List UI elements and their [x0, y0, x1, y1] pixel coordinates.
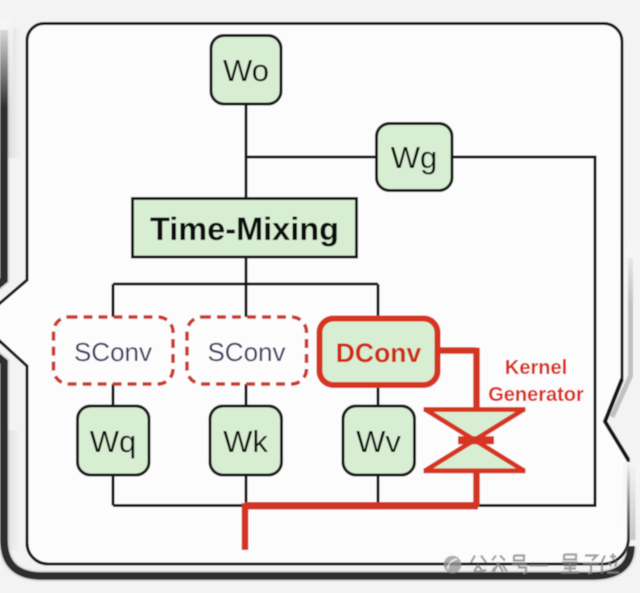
- svg-text:SConv: SConv: [207, 337, 285, 367]
- svg-text:Wv: Wv: [356, 424, 401, 459]
- svg-text:Kernel: Kernel: [505, 357, 567, 379]
- svg-text:Wo: Wo: [223, 53, 269, 88]
- svg-text:SConv: SConv: [74, 337, 152, 367]
- svg-text:Time-Mixing: Time-Mixing: [150, 211, 339, 247]
- svg-text:Wq: Wq: [90, 424, 137, 459]
- svg-text:Wk: Wk: [223, 424, 268, 459]
- svg-text:Wg: Wg: [391, 140, 438, 175]
- svg-text:Generator: Generator: [488, 384, 584, 406]
- svg-text:DConv: DConv: [336, 338, 422, 368]
